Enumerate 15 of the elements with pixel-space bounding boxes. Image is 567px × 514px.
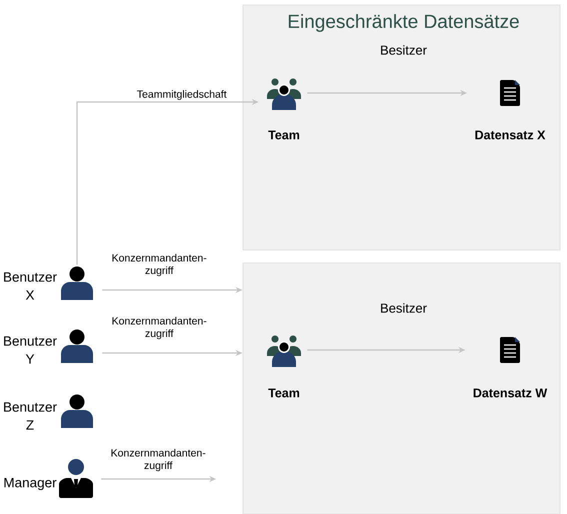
edge-label: Teammitgliedschaft xyxy=(137,90,227,100)
edge-label: Konzernmandanten- zugriff xyxy=(112,316,206,340)
person-label: Benutzer Y xyxy=(4,336,57,364)
panel-title: Eingeschränkte Datensätze xyxy=(288,14,519,32)
edge-label: Konzernmandanten- zugriff xyxy=(112,448,206,472)
person-label: Benutzer Z xyxy=(4,402,57,430)
node-label: Team xyxy=(268,130,300,140)
person-label: Benutzer X xyxy=(4,272,57,300)
heading: Besitzer xyxy=(381,45,427,55)
node-label: Datensatz X xyxy=(475,130,546,140)
node-label: Datensatz W xyxy=(474,388,548,398)
heading: Besitzer xyxy=(381,303,427,313)
node-label: Team xyxy=(268,388,300,398)
edge-label: Konzernmandanten- zugriff xyxy=(112,254,206,276)
person-label: Manager xyxy=(4,478,56,490)
